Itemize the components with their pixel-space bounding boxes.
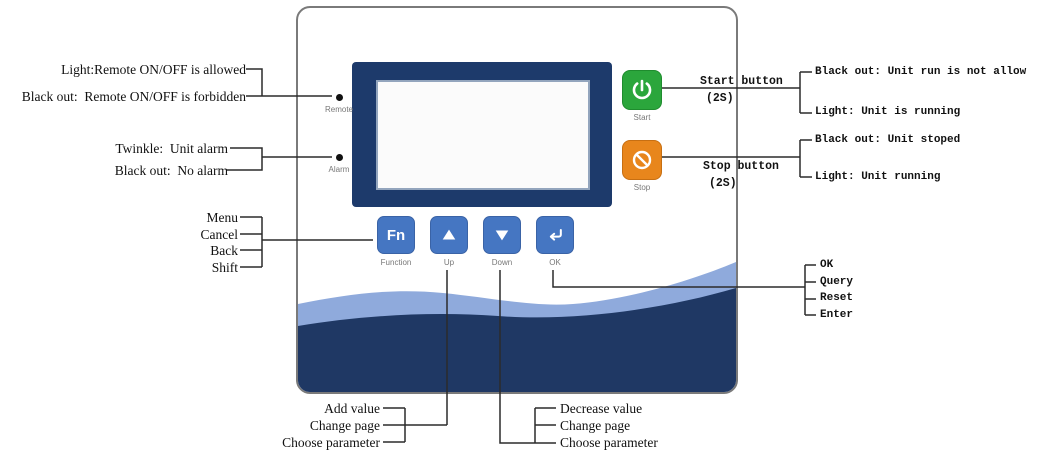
remote-indicator-label: Remote xyxy=(324,105,353,114)
down-annotation-change-page: Change page xyxy=(560,418,631,433)
down-annotation-decrease-value: Decrease value xyxy=(560,401,643,416)
start-annotation-bottom: Light: Unit is running xyxy=(815,106,961,118)
ok-annotation-reset: Reset xyxy=(820,292,854,304)
device-panel: Remote Alarm Start Stop Fn Function xyxy=(296,6,738,394)
alarm-annotation-line2: Black out: No alarm xyxy=(114,163,228,178)
remote-annotation-line1: Light:Remote ON/OFF is allowed xyxy=(61,62,246,77)
down-button-label: Down xyxy=(491,258,513,267)
ok-button[interactable] xyxy=(536,216,574,254)
stop-button-label: Stop xyxy=(633,183,651,192)
up-button[interactable] xyxy=(430,216,468,254)
power-icon xyxy=(632,79,652,100)
up-annotation-add-value: Add value xyxy=(324,401,380,416)
alarm-indicator-label: Alarm xyxy=(328,165,350,174)
fn-button[interactable]: Fn xyxy=(377,216,415,254)
ok-annotation-enter: Enter xyxy=(820,309,854,321)
up-annotation-choose-parameter: Choose parameter xyxy=(282,435,380,450)
fn-button-label: Function xyxy=(380,258,412,267)
start-button[interactable] xyxy=(622,70,662,110)
enter-arrow-icon xyxy=(549,229,562,241)
fn-annotation-back: Back xyxy=(210,243,238,258)
up-annotation-change-page: Change page xyxy=(309,418,380,433)
remote-annotation-line2: Black out: Remote ON/OFF is forbidden xyxy=(21,89,246,104)
fn-annotation-menu: Menu xyxy=(206,210,239,225)
start-annotation-hold: (2S) xyxy=(706,92,734,105)
remote-indicator-light xyxy=(336,94,343,101)
start-annotation-title: Start button xyxy=(700,75,783,88)
prohibition-icon xyxy=(632,150,652,170)
down-annotation-choose-parameter: Choose parameter xyxy=(560,435,658,450)
fn-annotation-cancel: Cancel xyxy=(200,227,238,242)
stop-annotation-hold: (2S) xyxy=(709,177,737,190)
ok-annotation-query: Query xyxy=(820,276,854,288)
alarm-indicator-light xyxy=(336,154,343,161)
ok-button-label: OK xyxy=(549,258,561,267)
fn-annotation-shift: Shift xyxy=(211,260,238,275)
down-arrow-icon xyxy=(495,230,509,241)
start-annotation-top: Black out: Unit run is not allow xyxy=(815,66,1027,78)
start-button-label: Start xyxy=(633,113,651,122)
up-arrow-icon xyxy=(442,229,456,240)
fn-button-text: Fn xyxy=(386,226,406,244)
display-bezel xyxy=(352,62,612,207)
stop-button[interactable] xyxy=(622,140,662,180)
stop-annotation-top: Black out: Unit stoped xyxy=(815,134,961,146)
stop-annotation-title: Stop button xyxy=(703,160,779,173)
ok-annotation-ok: OK xyxy=(820,259,834,271)
lcd-screen xyxy=(376,80,590,190)
up-button-label: Up xyxy=(443,258,455,267)
down-button[interactable] xyxy=(483,216,521,254)
alarm-annotation-line1: Twinkle: Unit alarm xyxy=(115,141,228,156)
stop-annotation-bottom: Light: Unit running xyxy=(815,171,941,183)
